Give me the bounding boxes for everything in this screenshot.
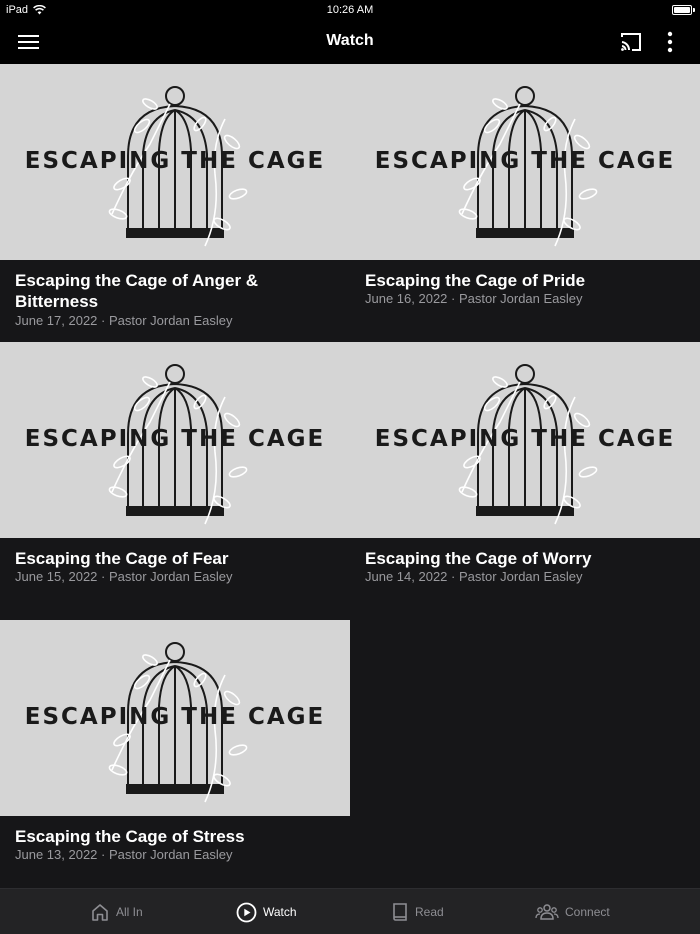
tab-label: Read [415,905,444,919]
battery-icon [672,5,692,15]
sermon-thumbnail: ESCAPING THE CAGE [0,620,350,816]
cast-icon[interactable] [619,31,643,53]
sermon-card[interactable]: ESCAPING THE CAGE Escaping the Cage of P… [350,64,700,342]
sermon-card[interactable]: ESCAPING THE CAGE Escaping the Cage of F… [0,342,350,620]
sermon-meta: June 17, 2022 · Pastor Jordan Easley [15,313,233,328]
tab-bar: All In Watch Read Connect [0,888,700,934]
birdcage-illustration [108,642,248,803]
sermon-title: Escaping the Cage of Pride [365,271,586,290]
sermon-meta: June 14, 2022 · Pastor Jordan Easley [365,569,583,584]
status-bar: iPad 10:26 AM [0,0,700,20]
people-icon [535,904,559,920]
page-title: Watch [326,32,374,49]
wifi-icon [33,5,46,15]
thumbnail-title: ESCAPING THE CAGE [374,426,676,452]
sermon-card[interactable]: ESCAPING THE CAGE Escaping the Cage of A… [0,64,350,342]
sermon-title: Escaping the Cage of Fear [15,549,229,568]
tab-connect[interactable]: Connect [535,889,610,934]
play-circle-icon [236,902,257,922]
birdcage-illustration [108,86,248,247]
status-left: iPad [6,4,46,16]
tab-label: Connect [565,905,610,919]
birdcage-illustration [458,364,598,525]
sermon-meta: June 16, 2022 · Pastor Jordan Easley [365,291,583,306]
sermon-thumbnail: ESCAPING THE CAGE [0,64,350,260]
sermon-meta: June 13, 2022 · Pastor Jordan Easley [15,847,233,862]
sermon-thumbnail: ESCAPING THE CAGE [0,342,350,538]
thumbnail-title: ESCAPING THE CAGE [24,426,326,452]
tab-read[interactable]: Read [391,889,444,934]
sermon-title: Escaping the Cage of Stress [15,827,245,846]
device-name: iPad [6,4,29,16]
thumbnail-title: ESCAPING THE CAGE [24,704,326,730]
home-icon [92,904,108,921]
sermon-meta: June 15, 2022 · Pastor Jordan Easley [15,569,233,584]
sermon-title: Escaping the Cage of Worry [365,549,592,568]
sermon-card[interactable]: ESCAPING THE CAGE Escaping the Cage of S… [0,620,350,898]
status-time: 10:26 AM [326,4,374,16]
tab-watch[interactable]: Watch [236,889,297,934]
battery-cap [693,8,695,12]
tab-label: All In [116,905,143,919]
book-icon [393,903,407,921]
hamburger-menu-icon[interactable] [18,32,40,52]
sermon-thumbnail: ESCAPING THE CAGE [350,342,700,538]
tab-all-in[interactable]: All In [90,889,143,934]
tab-label: Watch [263,905,297,919]
birdcage-illustration [108,364,248,525]
sermon-card[interactable]: ESCAPING THE CAGE Escaping the Cage of W… [350,342,700,620]
sermon-title: Escaping the Cage of Anger & Bitterness [15,271,259,311]
sermon-thumbnail: ESCAPING THE CAGE [350,64,700,260]
more-options-icon[interactable] [660,30,680,54]
nav-bar: Watch [0,20,700,64]
birdcage-illustration [458,86,598,247]
thumbnail-title: ESCAPING THE CAGE [24,148,326,174]
thumbnail-title: ESCAPING THE CAGE [374,148,676,174]
